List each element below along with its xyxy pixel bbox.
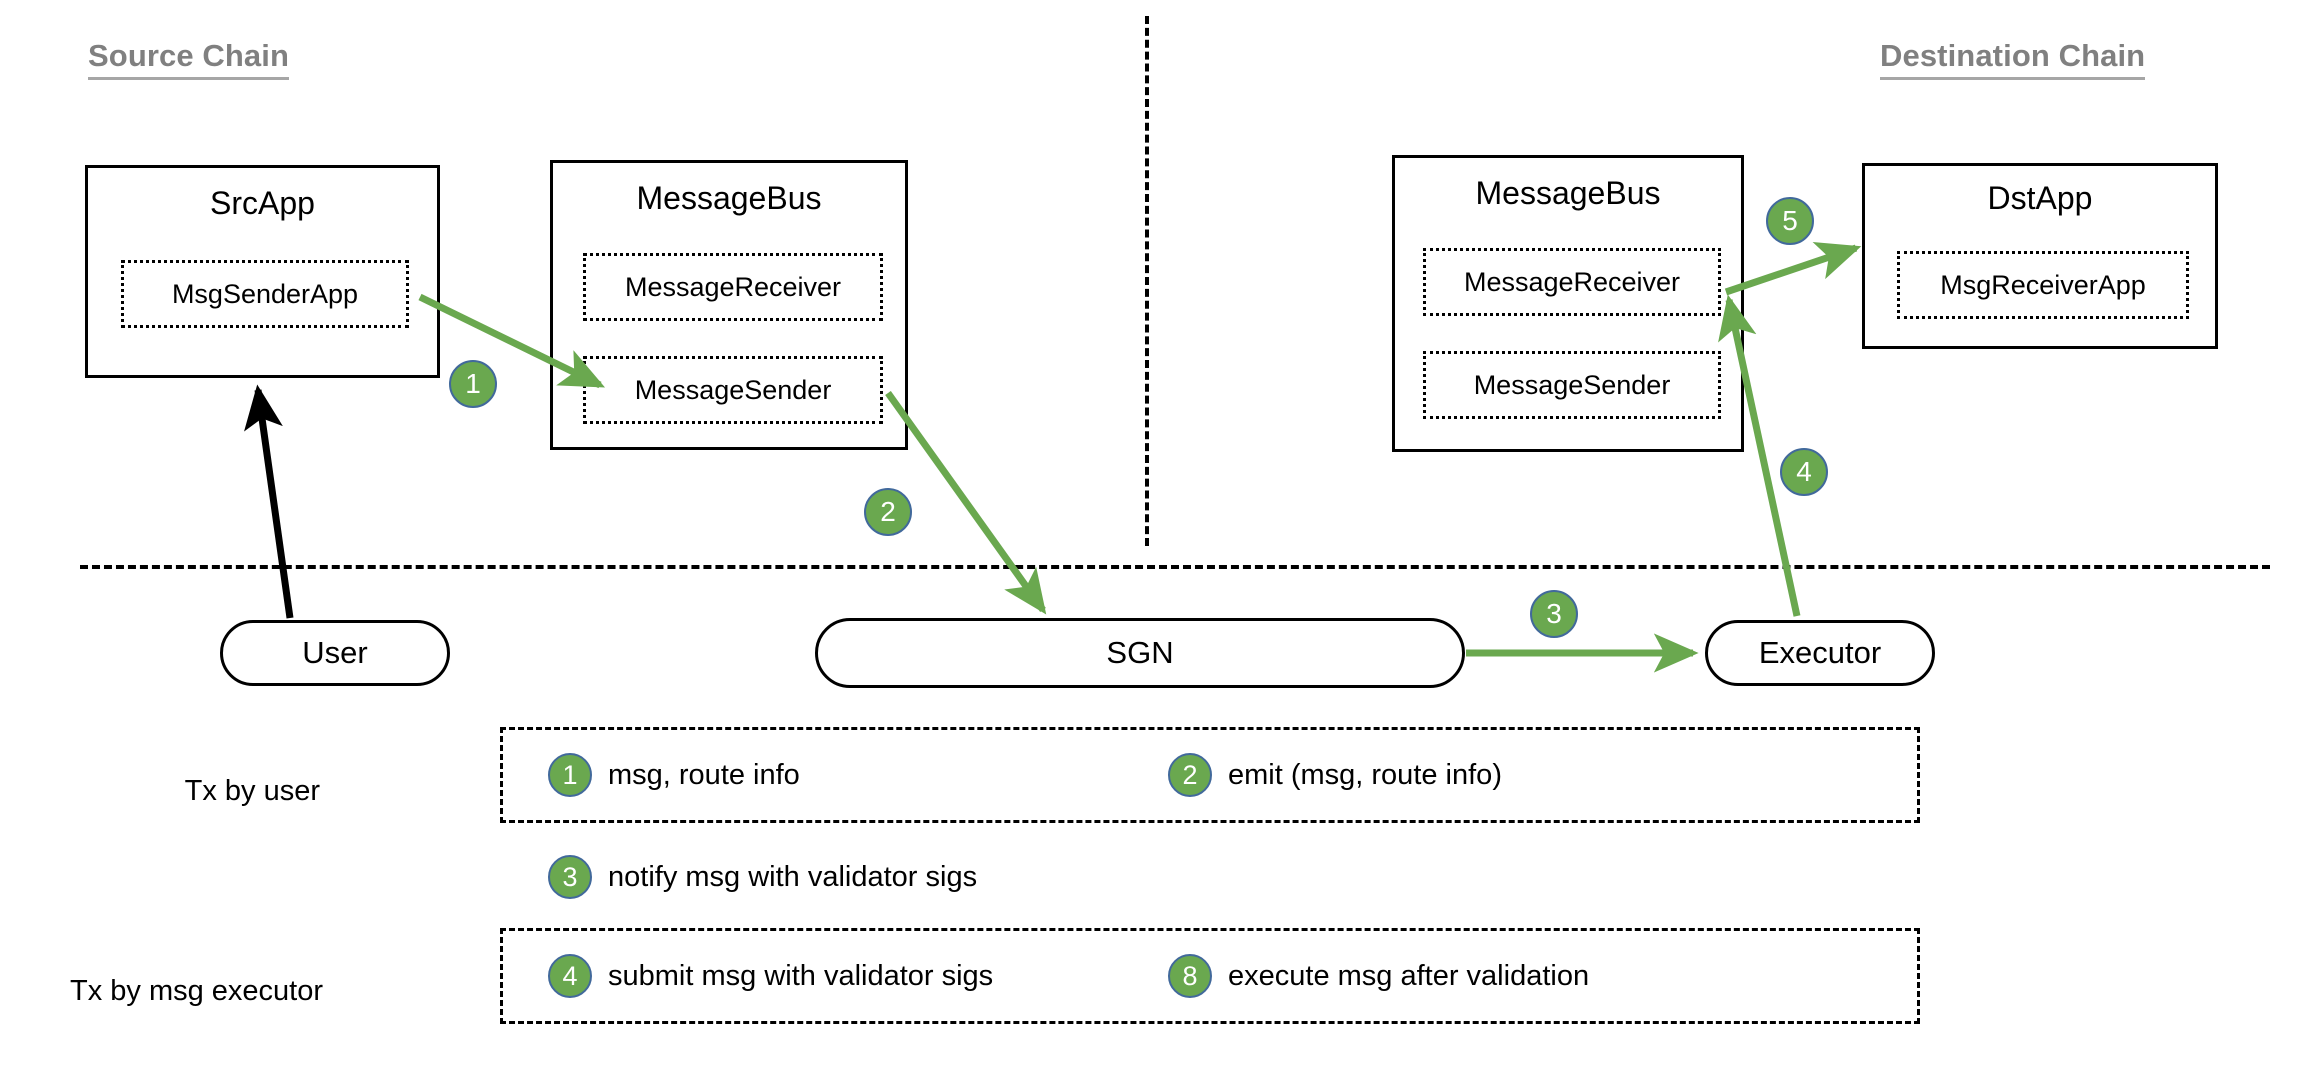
- legend-box-tx-by-user: [500, 727, 1920, 823]
- component-msg-receiver-app[interactable]: MsgReceiverApp: [1897, 251, 2189, 319]
- sgn-node[interactable]: SGN: [815, 618, 1465, 688]
- legend-marker-1: 1: [548, 753, 592, 797]
- legend-item-2: 2 emit (msg, route info): [1168, 753, 1502, 797]
- src-app-title: SrcApp: [210, 185, 315, 221]
- legend-marker-2: 2: [1168, 753, 1212, 797]
- legend-text-1: msg, route info: [608, 758, 800, 791]
- legend-row-label-tx-by-msg-executor: Tx by msg executor: [70, 975, 324, 1007]
- src-component-message-receiver[interactable]: MessageReceiver: [583, 253, 883, 321]
- legend-item-1: 1 msg, route info: [548, 753, 800, 797]
- dst-message-bus-title: MessageBus: [1475, 175, 1661, 211]
- legend-item-3: 3 notify msg with validator sigs: [548, 855, 977, 899]
- user-node[interactable]: User: [220, 620, 450, 686]
- flow-marker-1: 1: [449, 360, 497, 408]
- dst-app-box[interactable]: DstApp MsgReceiverApp: [1862, 163, 2218, 349]
- dst-message-bus-box[interactable]: MessageBus MessageReceiver MessageSender: [1392, 155, 1744, 452]
- legend-item-4: 4 submit msg with validator sigs: [548, 954, 993, 998]
- dst-component-message-receiver[interactable]: MessageReceiver: [1423, 248, 1721, 316]
- legend-row-label-tx-by-user: Tx by user: [184, 775, 320, 807]
- chain-divider-vertical: [1145, 16, 1149, 546]
- legend-text-4: submit msg with validator sigs: [608, 959, 994, 992]
- src-app-box[interactable]: SrcApp MsgSenderApp: [85, 165, 440, 378]
- src-component-message-sender[interactable]: MessageSender: [583, 356, 883, 424]
- legend-marker-4: 4: [548, 954, 592, 998]
- flow-marker-4: 4: [1780, 448, 1828, 496]
- flow-marker-5: 5: [1766, 197, 1814, 245]
- onchain-offchain-divider: [80, 565, 2270, 569]
- legend-text-8: execute msg after validation: [1228, 959, 1590, 992]
- src-message-bus-box[interactable]: MessageBus MessageReceiver MessageSender: [550, 160, 908, 450]
- destination-chain-label: Destination Chain: [1880, 38, 2146, 80]
- arrow-5-dst-messagereceiver-to-msgreceiverapp: [1724, 242, 1862, 296]
- legend-text-3: notify msg with validator sigs: [608, 860, 978, 893]
- component-msg-sender-app[interactable]: MsgSenderApp: [121, 260, 409, 328]
- src-message-bus-title: MessageBus: [636, 180, 822, 216]
- legend-item-8: 8 execute msg after validation: [1168, 954, 1589, 998]
- dst-app-title: DstApp: [1987, 180, 2093, 216]
- dst-component-message-sender[interactable]: MessageSender: [1423, 351, 1721, 419]
- flow-marker-3: 3: [1530, 590, 1578, 638]
- arrow-user-to-srcapp: [244, 384, 294, 619]
- source-chain-label: Source Chain: [88, 38, 290, 80]
- legend-marker-8: 8: [1168, 954, 1212, 998]
- arrow-2-messagesender-to-sgn: [885, 390, 1047, 615]
- legend-text-2: emit (msg, route info): [1228, 758, 1502, 791]
- legend-marker-3: 3: [548, 855, 592, 899]
- flow-marker-2: 2: [864, 488, 912, 536]
- legend-box-tx-by-msg-executor: [500, 928, 1920, 1024]
- executor-node[interactable]: Executor: [1705, 620, 1935, 686]
